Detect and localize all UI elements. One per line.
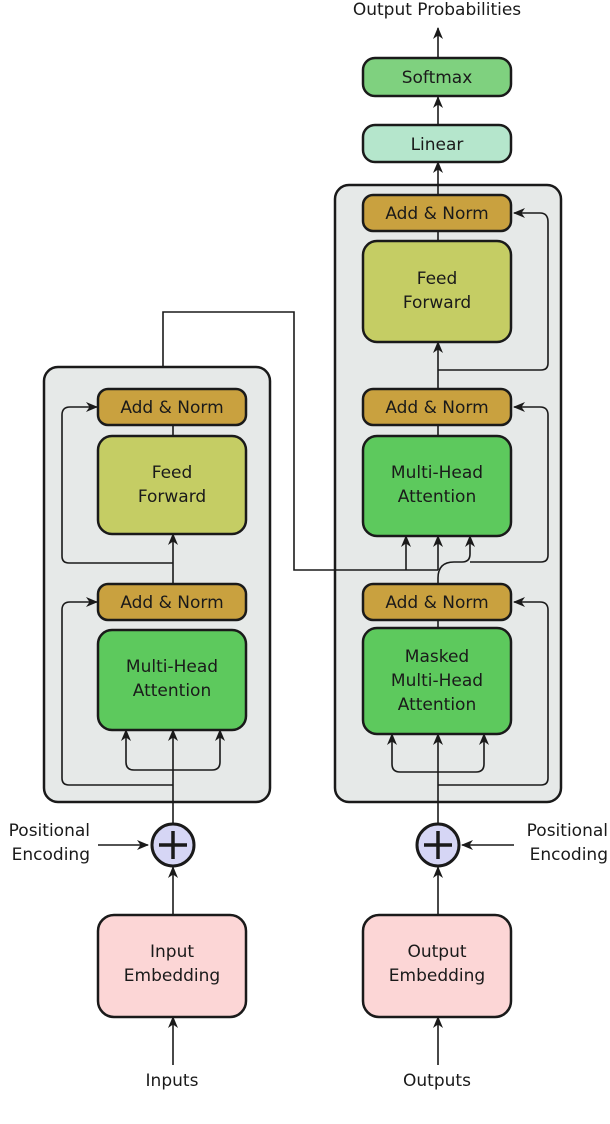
softmax-block: Softmax: [361, 56, 513, 98]
decoder-add-norm-top: Add & Norm: [361, 193, 513, 233]
masked-attention-right-input: [438, 733, 489, 773]
outputs-label: Outputs: [403, 1071, 471, 1091]
encoder-add-norm-bottom: Add & Norm: [96, 582, 248, 622]
positional-encoding-right-label-1: Positional: [527, 821, 608, 841]
decoder-cross-attention-block: Multi-Head Attention: [361, 434, 513, 538]
decoder-feed-forward-block: Feed Forward: [361, 239, 513, 344]
encoder-add-norm-top-label: Add & Norm: [120, 398, 223, 418]
inputs-label: Inputs: [146, 1071, 199, 1091]
decoder-ff-label-2: Forward: [403, 293, 471, 313]
encoder-output-line: [162, 311, 438, 571]
decoder-add-norm-bottom-label: Add & Norm: [385, 593, 488, 613]
masked-attention-label-1: Masked: [405, 647, 469, 667]
encoder-add-norm-top: Add & Norm: [96, 387, 248, 427]
decoder-residual-1: [438, 597, 549, 786]
decoder-add-norm-bottom: Add & Norm: [361, 582, 513, 622]
linear-label: Linear: [411, 135, 464, 155]
output-embedding-label-2: Embedding: [389, 966, 485, 986]
encoder-ff-label-1: Feed: [152, 463, 193, 483]
positional-encoding-left-label-1: Positional: [9, 821, 90, 841]
cross-attention-query-input: [437, 535, 475, 584]
input-embedding-label-2: Embedding: [124, 966, 220, 986]
output-embedding-block: Output Embedding: [361, 913, 513, 1019]
encoder-add-norm-bottom-label: Add & Norm: [120, 593, 223, 613]
masked-attention-label-3: Attention: [398, 695, 476, 715]
masked-attention-left-input: [387, 733, 438, 773]
output-embedding-label-1: Output: [407, 942, 466, 962]
decoder-ff-label-1: Feed: [417, 269, 458, 289]
masked-attention-label-2: Multi-Head: [391, 671, 483, 691]
linear-block: Linear: [361, 123, 513, 164]
encoder-attention-label-1: Multi-Head: [126, 657, 218, 677]
cross-attention-label-2: Attention: [398, 487, 476, 507]
input-embedding-label-1: Input: [150, 942, 194, 962]
positional-encoding-right-label-2: Encoding: [530, 845, 608, 865]
encoder-feed-forward-block: Feed Forward: [96, 434, 248, 536]
decoder-masked-attention-block: Masked Multi-Head Attention: [361, 626, 513, 736]
decoder-residual-2: [470, 402, 549, 563]
encoder-adder-icon: [150, 822, 196, 868]
output-probabilities-label: Output Probabilities: [353, 0, 521, 20]
encoder-ff-label-2: Forward: [138, 487, 206, 507]
decoder-add-norm-middle: Add & Norm: [361, 387, 513, 427]
encoder-attention-label-2: Attention: [133, 681, 211, 701]
encoder-attention-block: Multi-Head Attention: [96, 628, 248, 732]
decoder-add-norm-middle-label: Add & Norm: [385, 398, 488, 418]
positional-encoding-left-label-2: Encoding: [12, 845, 90, 865]
softmax-label: Softmax: [402, 68, 473, 88]
encoder-residual-1: [61, 597, 173, 786]
encoder-attention-right-input: [173, 729, 225, 771]
decoder-add-norm-top-label: Add & Norm: [385, 204, 488, 224]
encoder-attention-left-input: [121, 729, 173, 771]
encoder-residual-2: [61, 402, 173, 564]
decoder-adder-icon: [415, 822, 461, 868]
cross-attention-label-1: Multi-Head: [391, 463, 483, 483]
decoder-residual-3: [438, 208, 549, 371]
input-embedding-block: Input Embedding: [96, 913, 248, 1019]
